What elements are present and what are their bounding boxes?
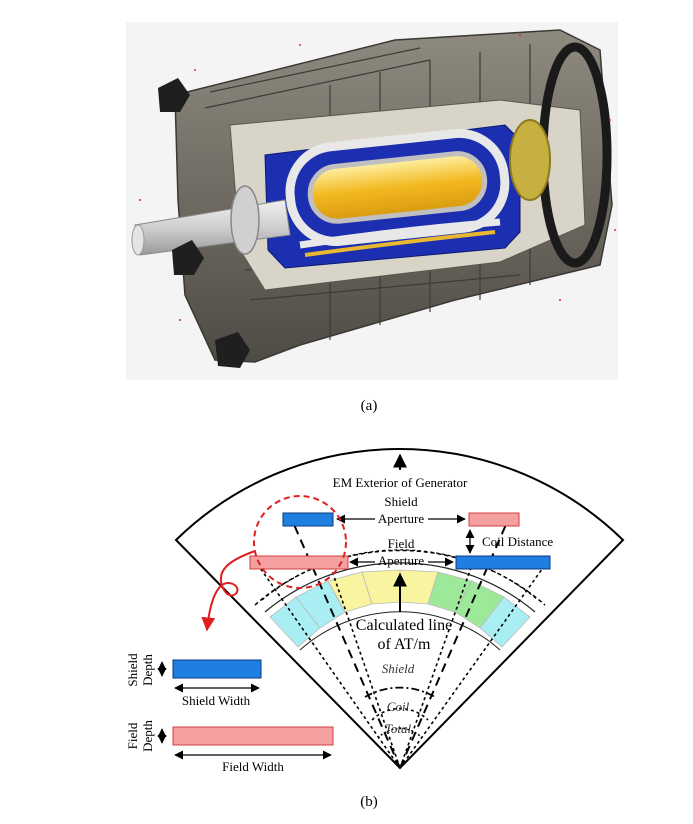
dimension-detail: Shield Depth Shield Width Field Depth Fi…	[125, 653, 334, 774]
mounting-feet	[158, 78, 250, 368]
detail-shield-rect	[172, 659, 262, 679]
field-aperture-arc-1	[254, 549, 546, 606]
field-rect-left	[249, 555, 349, 570]
callout-arrow	[201, 550, 256, 632]
label-coil-distance: Coil Distance	[482, 534, 553, 549]
label-shield-depth-1: Shield	[125, 653, 140, 687]
caption-a: (a)	[361, 398, 378, 414]
shield-arc	[364, 686, 436, 698]
label-field-aperture-2: Aperture	[378, 553, 424, 568]
sector-diagram: EM Exterior of Generator Shield Aperture…	[174, 448, 625, 770]
label-shield-aperture-2: Aperture	[378, 511, 424, 526]
callout-circle	[253, 495, 347, 589]
label-shield-width: Shield Width	[182, 693, 251, 708]
dimension-arrows	[336, 453, 475, 612]
coil-arc	[371, 707, 429, 721]
label-calc-line-2: of AT/m	[378, 636, 431, 653]
label-total-arc: Total	[385, 721, 412, 736]
coil-band	[269, 569, 531, 648]
lower-coil-yellow	[304, 230, 496, 257]
shield-rect-right	[455, 555, 551, 570]
field-coil-inner	[307, 151, 488, 224]
slip-ring	[509, 119, 551, 201]
coil-segment-cyan-right	[479, 596, 531, 648]
shaft-end	[131, 224, 145, 256]
label-coil-arc: Coil	[387, 699, 410, 714]
label-field-width: Field Width	[222, 759, 284, 774]
lower-coil	[299, 218, 501, 249]
label-shield-arc: Shield	[382, 661, 415, 676]
field-rect-right	[468, 512, 520, 527]
render-specks	[139, 34, 616, 321]
caption-b: (b)	[360, 794, 378, 810]
shield-rect-left	[282, 512, 334, 527]
label-field-depth-2: Depth	[140, 720, 155, 752]
bearing	[230, 185, 260, 255]
label-field-aperture-1: Field	[388, 536, 415, 551]
generator-illustration	[126, 22, 618, 380]
label-calc-line-1: Calculated line	[356, 617, 452, 634]
label-shield-aperture-1: Shield	[384, 494, 418, 509]
label-shield-depth-2: Depth	[140, 654, 155, 686]
detail-field-rect	[172, 726, 334, 746]
total-arc	[377, 727, 423, 739]
label-em-exterior: EM Exterior of Generator	[333, 475, 468, 490]
label-field-depth-1: Field	[125, 722, 140, 749]
